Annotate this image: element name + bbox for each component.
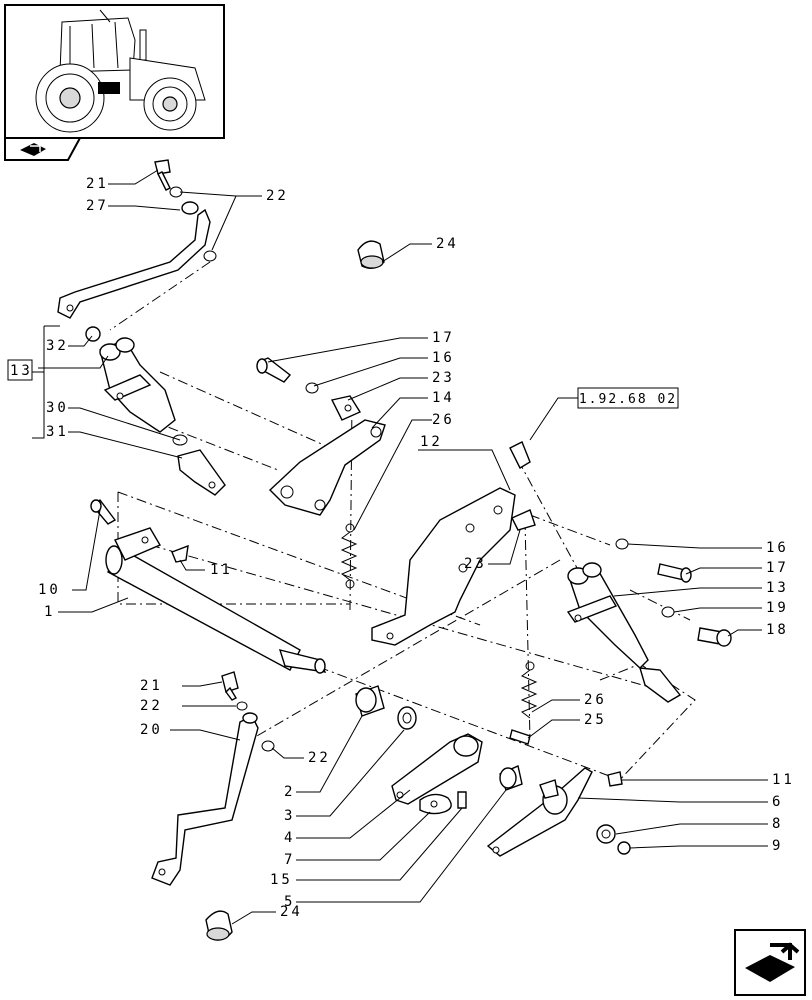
callout-25: 25 <box>584 712 607 728</box>
callout-23: 23 <box>464 556 487 572</box>
callout-1: 1 <box>44 604 55 620</box>
callout-32: 32 <box>46 338 69 354</box>
lower-control-rod <box>151 712 259 886</box>
next-page-arrow-icon[interactable] <box>734 929 806 996</box>
bolt-17-left <box>256 357 292 383</box>
bracket-12 <box>371 487 516 646</box>
bolt-10 <box>90 499 117 525</box>
callout-8: 8 <box>772 816 783 832</box>
washer-19 <box>661 606 675 618</box>
bushing-5 <box>499 765 523 791</box>
callout-20: 20 <box>140 722 163 738</box>
shaft-1 <box>105 527 327 674</box>
reference-box[interactable]: 1.92.68 02 <box>577 387 679 409</box>
callout-19: 19 <box>766 600 789 616</box>
bolt-17-right <box>657 563 692 583</box>
callout-16: 16 <box>766 540 789 556</box>
callout-box-13 <box>7 359 33 381</box>
callout-14: 14 <box>432 390 455 406</box>
spring-26-left <box>340 523 358 589</box>
callout-17: 17 <box>766 560 789 576</box>
bolt-21-bottom <box>221 671 239 701</box>
callout-24: 24 <box>280 904 303 920</box>
callout-21: 21 <box>140 678 163 694</box>
clip-11-right <box>607 771 623 787</box>
bolt-15 <box>457 791 467 809</box>
lever-4 <box>391 733 483 805</box>
leader-lines <box>32 169 768 925</box>
spring-26-right <box>520 661 538 719</box>
callout-12: 12 <box>420 434 443 450</box>
cap-24-top <box>357 240 385 269</box>
cylinder-13-left <box>85 326 176 433</box>
callout-4: 4 <box>284 830 295 846</box>
callout-7: 7 <box>284 852 295 868</box>
callout-11: 11 <box>772 772 795 788</box>
clevis-31 <box>172 434 226 496</box>
callout-26: 26 <box>584 692 607 708</box>
washer-16-right <box>615 538 629 550</box>
lever-6 <box>486 767 593 857</box>
washer-22-c <box>261 740 275 752</box>
bolt-21-top <box>154 159 171 191</box>
prev-page-arrow-icon[interactable] <box>4 137 82 161</box>
callout-30: 30 <box>46 400 69 416</box>
callout-17: 17 <box>432 330 455 346</box>
clip-11-left <box>171 544 189 563</box>
callout-6: 6 <box>772 794 783 810</box>
callout-10: 10 <box>38 582 61 598</box>
callout-13: 13 <box>766 580 789 596</box>
callout-15: 15 <box>270 872 293 888</box>
tractor-thumbnail[interactable] <box>4 4 225 139</box>
callout-31: 31 <box>46 424 69 440</box>
callout-labels: 21 27 22 24 32 13 30 31 17 16 23 14 26 1… <box>10 176 795 920</box>
callout-13: 13 <box>10 363 33 379</box>
centre-lines <box>109 261 696 786</box>
callout-9: 9 <box>772 838 783 854</box>
callout-16: 16 <box>432 350 455 366</box>
callout-23: 23 <box>432 370 455 386</box>
upper-control-rod <box>57 201 211 319</box>
pin-25 <box>509 729 531 745</box>
washer-9 <box>617 841 631 855</box>
washer-22-lower <box>203 250 217 262</box>
bolt-18 <box>697 627 732 647</box>
clip-23-left <box>330 395 362 421</box>
reference-label: 1.92.68 02 <box>579 392 677 407</box>
washer-3 <box>397 706 417 730</box>
cylinder-13-right <box>566 562 682 703</box>
callout-22: 22 <box>140 698 163 714</box>
callout-18: 18 <box>766 622 789 638</box>
washer-16-left <box>305 382 319 394</box>
bracket-14 <box>268 419 386 516</box>
cap-24-bottom <box>205 910 233 941</box>
bolt-reference <box>509 441 531 469</box>
washer-22-b <box>236 701 248 711</box>
callout-5: 5 <box>284 894 295 910</box>
bushing-2 <box>355 685 385 717</box>
callout-22: 22 <box>308 750 331 766</box>
callout-26: 26 <box>432 412 455 428</box>
callout-27: 27 <box>86 198 109 214</box>
callout-2: 2 <box>284 784 295 800</box>
wing-nut-7 <box>419 793 452 815</box>
callout-24: 24 <box>436 236 459 252</box>
callout-22: 22 <box>266 188 289 204</box>
washer-8 <box>596 824 616 844</box>
callout-21: 21 <box>86 176 109 192</box>
callout-11: 11 <box>210 562 233 578</box>
callout-3: 3 <box>284 808 295 824</box>
clip-23-right <box>511 509 536 531</box>
